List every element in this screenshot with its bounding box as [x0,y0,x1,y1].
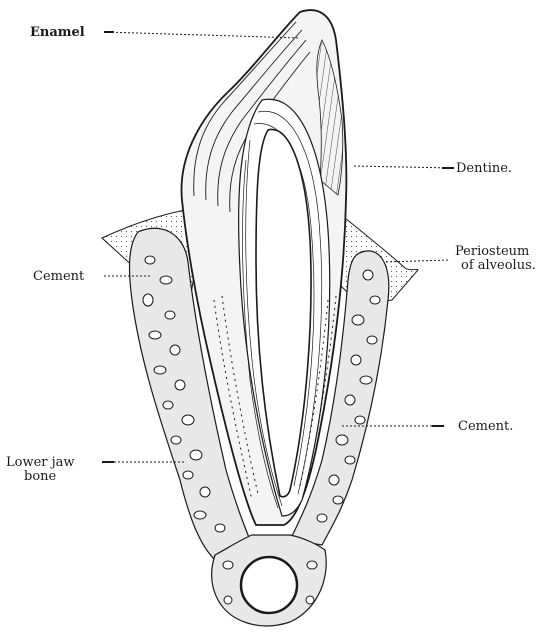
label-jaw-line1: Lower jaw [6,456,75,469]
label-cement-right: Cement. [458,420,513,433]
label-dentine: Dentine. [456,162,512,175]
label-enamel: Enamel [30,26,85,39]
label-jaw-line2: bone [24,470,56,483]
dentine-leader [354,166,452,168]
label-cement-left: Cement [33,270,84,283]
label-periosteum-line2: of alveolus. [461,259,536,272]
enamel-leader [104,32,300,38]
mandibular-canal [241,557,297,613]
jaw-base [212,535,327,626]
label-periosteum-line1: Periosteum [455,245,529,258]
